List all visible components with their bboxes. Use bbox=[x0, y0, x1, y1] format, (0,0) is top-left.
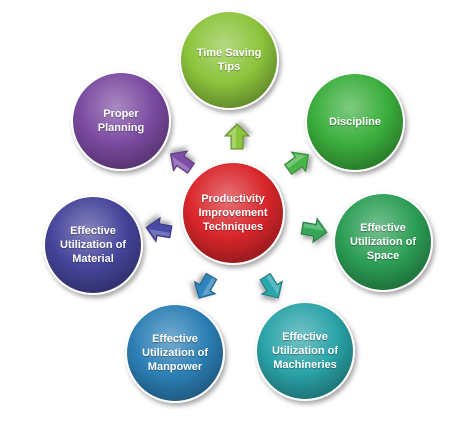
node-effective-utilization-of-machineries bbox=[255, 301, 355, 401]
arrow-to-effective-utilization-of-manpower bbox=[193, 272, 218, 299]
arrow-to-time-saving-tips bbox=[223, 123, 251, 150]
arrow-to-effective-utilization-of-space bbox=[300, 217, 328, 244]
arrow-to-discipline bbox=[283, 151, 309, 176]
center-node bbox=[181, 161, 285, 265]
node-effective-utilization-of-manpower bbox=[125, 303, 225, 403]
node-effective-utilization-of-material bbox=[43, 195, 143, 295]
node-discipline bbox=[305, 72, 405, 172]
arrow-to-proper-planning bbox=[169, 150, 196, 174]
arrow-to-effective-utilization-of-material bbox=[145, 216, 173, 243]
arrow-to-effective-utilization-of-machineries bbox=[259, 272, 283, 299]
node-proper-planning bbox=[71, 71, 171, 171]
node-time-saving-tips bbox=[179, 10, 279, 110]
node-effective-utilization-of-space bbox=[333, 192, 433, 292]
